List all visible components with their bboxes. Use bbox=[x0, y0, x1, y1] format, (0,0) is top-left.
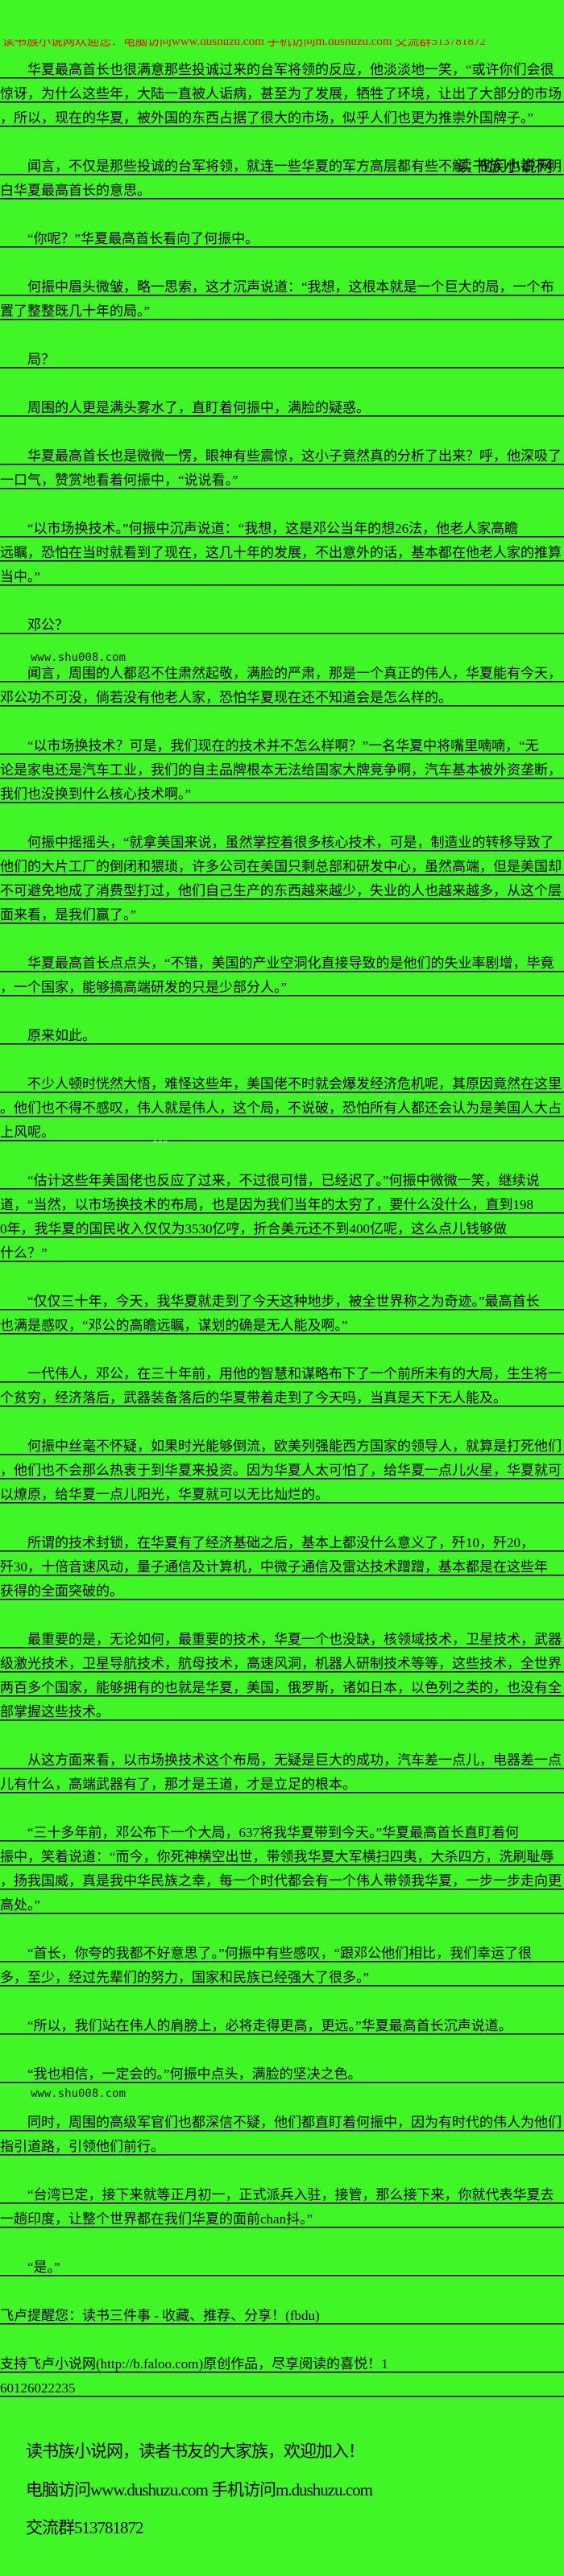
paragraph: 华夏最高首长点点头，“不错，美国的产业空洞化直接导致的是他们的失业率剧增，毕竟 … bbox=[0, 952, 564, 1000]
paragraph: 一代伟人，邓公，在三十年前，用他的智慧和谋略布下了一个前所未有的大局，生生将一 … bbox=[0, 1362, 564, 1410]
paragraph: 周围的人更是满头雾水了，直盯着何振中，满脸的疑惑。 bbox=[0, 396, 564, 420]
paragraph: 邓公？ bbox=[0, 613, 564, 638]
watermark-shu008: www.shu008.com bbox=[31, 2087, 126, 2100]
white-artifact: … bbox=[375, 1104, 385, 1116]
watermark-shu008: www.shu008.com bbox=[31, 651, 126, 664]
paragraph: “我也相信，一定会的。”何振中点头，满脸的坚决之色。 bbox=[0, 2062, 564, 2087]
footer-line-qq-group: 交流群513781872 bbox=[26, 2518, 144, 2537]
white-artifact: …… bbox=[316, 1086, 337, 1098]
paragraph: 闻言，不仅是那些投诚的台军将领，就连一些华夏的军方高层都有些不解，他们也都不明 … bbox=[0, 155, 564, 203]
paragraph: 何振中丝毫不怀疑，如果时光能够倒流，欧美列强能西方国家的领导人，就算是打死他们 … bbox=[0, 1435, 564, 1507]
paragraph: “所以，我们站在伟人的肩膀上，必将走得更高，更远。”华夏最高首长沉声说道。 bbox=[0, 2014, 564, 2038]
footer-line-welcome: 读书族小说网，读者书友的大家族，欢迎加入！ bbox=[26, 2442, 365, 2461]
faloo-reminder-line: 飞卢提醒您：读书三件事 - 收藏、推荐、分享！(fbdu) bbox=[0, 2304, 564, 2328]
paragraph: “你呢？”华夏最高首长看向了何振中。 bbox=[0, 227, 564, 251]
paragraph: 华夏最高首长也很满意那些投诚过来的台军将领的反应，他淡淡地一笑，“或许你们会很 … bbox=[0, 58, 564, 130]
paragraph: “仅仅三十年，今天，我华夏就走到了今天这种地步，被全世界称之为奇迹。”最高首长 … bbox=[0, 1290, 564, 1338]
paragraph: “台湾已定，接下来就等正月初一，正式派兵入驻，接管，那么接下来，你就代表华夏去 … bbox=[0, 2183, 564, 2231]
paragraph: 同时，周围的高级军官们也都深信不疑，他们都直盯着何振中，因为有时代的伟人为他们 … bbox=[0, 2111, 564, 2159]
dushuzu-footer: 读书族小说网，读者书友的大家族，欢迎加入！ 电脑访问www.dushuzu.co… bbox=[0, 2433, 564, 2548]
paragraph: 不少人顿时恍然大悟，难怪这些年，美国佬不时就会爆发经济危机呢，其原因竟然在这里 … bbox=[0, 1072, 564, 1145]
paragraph: 从这方面来看，以市场换技术这个布局，无疑是巨大的成功，汽车差一点儿，电器差一点 … bbox=[0, 1748, 564, 1797]
paragraph: “以市场换技术。”何振中沉声说道：“我想，这是邓公当年的想26法，他老人家高瞻 … bbox=[0, 517, 564, 589]
novel-text-content: 华夏最高首长也很满意那些投诚过来的台军将领的反应，他淡淡地一笑，“或许你们会很 … bbox=[0, 58, 564, 2425]
paragraph: 闻言，周围的人都忍不住肃然起敬，满脸的严肃，那是一个真正的伟人，华夏能有今天， … bbox=[0, 662, 564, 710]
white-artifact: 。。。 bbox=[153, 1133, 175, 1145]
faloo-support-line: 支持飞卢小说网(http://b.faloo.com)原创作品，尽享阅读的喜悦！… bbox=[0, 2352, 564, 2401]
paragraph: 原来如此。 bbox=[0, 1024, 564, 1048]
footer-line-urls: 电脑访问www.dushuzu.com 手机访问m.dushuzu.com bbox=[26, 2479, 373, 2500]
white-artifact: …… bbox=[227, 1294, 248, 1306]
top-site-banner-text: 读书族小说网欢迎您：电脑访问www.dushuzu.com 手机访问m.dush… bbox=[2, 39, 486, 48]
paragraph: “三十多年前，邓公布下一个大局，637将我华夏带到今天。”华夏最高首长直盯着何 … bbox=[0, 1821, 564, 1918]
paragraph: “以市场换技术？可是，我们现在的技术并不怎么样啊？”一名华夏中将嘴里喃喃，“无 … bbox=[0, 734, 564, 807]
paragraph: 华夏最高首长也是微微一愣，眼神有些震惊，这小子竟然真的分析了出来？呼，他深吸了 … bbox=[0, 444, 564, 493]
paragraph: 何振中眉头微皱，略一思索，这才沉声说道：“我想，这根本就是一个巨大的局，一个布 … bbox=[0, 275, 564, 324]
paragraph: “是。” bbox=[0, 2256, 564, 2280]
paragraph: “首长，你夸的我都不好意思了。”何振中有些感叹，“跟邓公他们相比，我们幸运了很 … bbox=[0, 1942, 564, 1990]
top-site-banner: 读书族小说网欢迎您：电脑访问www.dushuzu.com 手机访问m.dush… bbox=[2, 39, 562, 48]
paragraph: “估计这些年美国佬也反应了过来，不过很可惜，已经迟了。”何振中微微一笑，继续说 … bbox=[0, 1169, 564, 1265]
paragraph: 何振中摇摇头，“就拿美国来说，虽然掌控着很多核心技术，可是，制造业的转移导致了 … bbox=[0, 831, 564, 927]
paragraph: 局？ bbox=[0, 348, 564, 372]
paragraph: 最重要的是，无论如何，最重要的技术，华夏一个也没缺，核领域技术，卫星技术，武器 … bbox=[0, 1628, 564, 1724]
watermark-overlap-dushuzu: 读书族小说网 bbox=[456, 158, 553, 175]
white-artifact: …… bbox=[129, 1223, 150, 1235]
paragraph: 所谓的技术封锁，在华夏有了经济基础之后，基本上都没什么意义了，歼10，歼20， … bbox=[0, 1531, 564, 1604]
